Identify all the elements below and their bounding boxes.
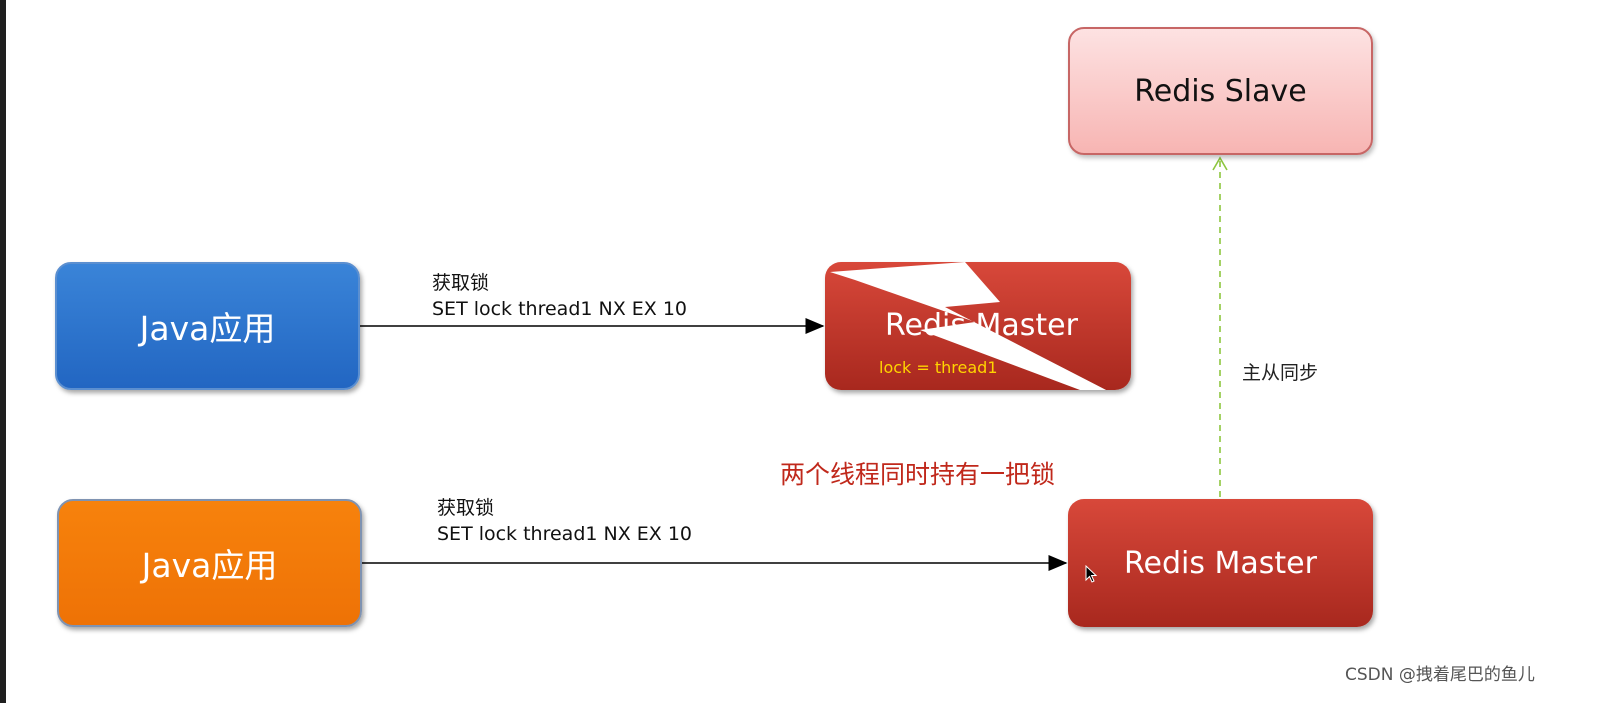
top-edge-label-line1: 获取锁 — [432, 272, 490, 294]
sync-arrowhead — [1212, 156, 1228, 171]
redis-slave-label: Redis Slave — [1134, 73, 1307, 109]
java-app-node-1: Java应用 — [55, 262, 360, 390]
java-app-node-2: Java应用 — [57, 499, 362, 627]
warning-text: 两个线程同时持有一把锁 — [780, 460, 1056, 489]
redis-master-crashed-node: Redis Master lock = thread1 — [825, 262, 1131, 390]
top-edge-label: 获取锁 SET lock thread1 NX EX 10 — [432, 270, 687, 322]
redis-master-new-label: Redis Master — [1124, 545, 1317, 581]
top-edge-label-line2: SET lock thread1 NX EX 10 — [432, 298, 688, 320]
lock-value-note: lock = thread1 — [879, 358, 998, 377]
bottom-edge-label-line2: SET lock thread1 NX EX 10 — [437, 523, 693, 545]
java-app-label-1: Java应用 — [139, 309, 276, 348]
bottom-edge-label-line1: 获取锁 — [437, 497, 495, 519]
watermark: CSDN @拽着尾巴的鱼儿 — [1345, 665, 1535, 685]
sync-label: 主从同步 — [1242, 362, 1319, 384]
redis-slave-node: Redis Slave — [1068, 27, 1373, 155]
java-app-label-2: Java应用 — [141, 546, 278, 585]
lightning-bolt-icon — [830, 262, 1107, 390]
mouse-pointer-icon — [1085, 565, 1098, 583]
bottom-edge-label: 获取锁 SET lock thread1 NX EX 10 — [437, 495, 692, 547]
redis-master-new-node: Redis Master — [1068, 499, 1373, 627]
window-left-edge — [0, 0, 6, 703]
